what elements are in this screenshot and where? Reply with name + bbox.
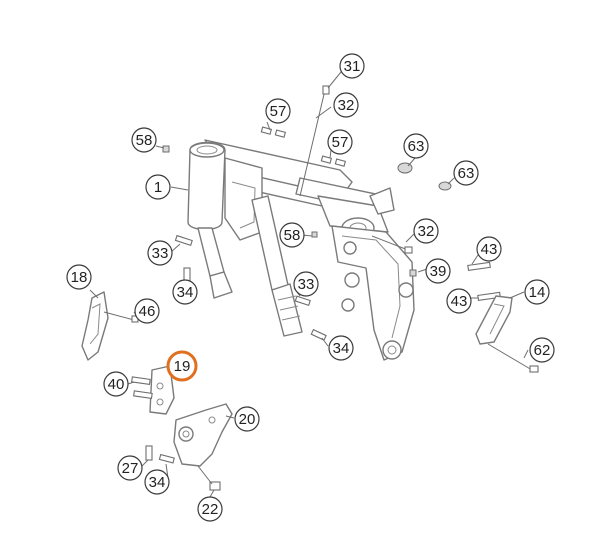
callout-43-bottom-label: 43 <box>451 293 468 310</box>
callout-33-mid[interactable]: 33 <box>293 271 319 297</box>
callout-58-top[interactable]: 58 <box>131 127 157 153</box>
callout-63-right-label: 63 <box>458 165 475 182</box>
callout-1-label: 1 <box>154 179 162 196</box>
part-14-lever <box>475 295 539 373</box>
callout-14-label: 14 <box>529 284 546 301</box>
callout-58-top-label: 58 <box>136 132 153 149</box>
callout-19-highlight-ring <box>166 350 198 382</box>
callout-34-mid[interactable]: 34 <box>328 335 354 361</box>
callout-43-bottom[interactable]: 43 <box>446 288 472 314</box>
callout-32-right-label: 32 <box>418 223 435 240</box>
callout-18[interactable]: 18 <box>66 264 92 290</box>
callout-58-mid[interactable]: 58 <box>279 222 305 248</box>
hardware <box>162 85 501 341</box>
callout-18-label: 18 <box>71 269 88 286</box>
callout-63-top[interactable]: 63 <box>403 133 429 159</box>
callout-57-left-label: 57 <box>270 103 287 120</box>
callout-34-bottom-label: 34 <box>149 474 166 491</box>
callout-33-left[interactable]: 33 <box>147 240 173 266</box>
callout-43-top[interactable]: 43 <box>476 236 502 262</box>
callout-20[interactable]: 20 <box>234 406 260 432</box>
callout-57-right-label: 57 <box>332 134 349 151</box>
callout-22-label: 22 <box>202 501 219 518</box>
callout-32-right[interactable]: 32 <box>413 218 439 244</box>
callout-62[interactable]: 62 <box>529 337 555 363</box>
callout-46[interactable]: 46 <box>134 298 160 324</box>
callout-62-label: 62 <box>534 342 551 359</box>
callout-34-left[interactable]: 34 <box>172 279 198 305</box>
main-frame <box>187 139 415 361</box>
callout-22[interactable]: 22 <box>197 496 223 522</box>
callout-32-top[interactable]: 32 <box>333 92 359 118</box>
callout-34-left-label: 34 <box>177 284 194 301</box>
callout-27[interactable]: 27 <box>117 455 143 481</box>
callout-31[interactable]: 31 <box>339 53 365 79</box>
callout-14[interactable]: 14 <box>524 279 550 305</box>
callout-34-bottom[interactable]: 34 <box>144 469 170 495</box>
callout-39[interactable]: 39 <box>425 258 451 284</box>
part-19-20-assembly <box>131 365 233 491</box>
callout-63-top-label: 63 <box>408 138 425 155</box>
callout-19-label: 19 <box>174 358 191 375</box>
callout-43-top-label: 43 <box>481 241 498 258</box>
callout-33-mid-label: 33 <box>298 276 315 293</box>
part-18-bracket <box>81 291 139 361</box>
callout-40[interactable]: 40 <box>103 371 129 397</box>
callout-58-mid-label: 58 <box>284 227 301 244</box>
callout-46-label: 46 <box>139 303 156 320</box>
callout-33-left-label: 33 <box>152 245 169 262</box>
callout-34-mid-label: 34 <box>333 340 350 357</box>
callout-1[interactable]: 1 <box>145 174 171 200</box>
callout-63-right[interactable]: 63 <box>453 160 479 186</box>
callout-39-label: 39 <box>430 263 447 280</box>
callout-32-top-label: 32 <box>338 97 355 114</box>
callout-57-right[interactable]: 57 <box>327 129 353 155</box>
callout-19-highlighted[interactable]: 19 <box>166 350 198 382</box>
callout-40-label: 40 <box>108 376 125 393</box>
callout-31-label: 31 <box>344 58 361 75</box>
callout-20-label: 20 <box>239 411 256 428</box>
callout-57-left[interactable]: 57 <box>265 98 291 124</box>
callout-27-label: 27 <box>122 460 139 477</box>
